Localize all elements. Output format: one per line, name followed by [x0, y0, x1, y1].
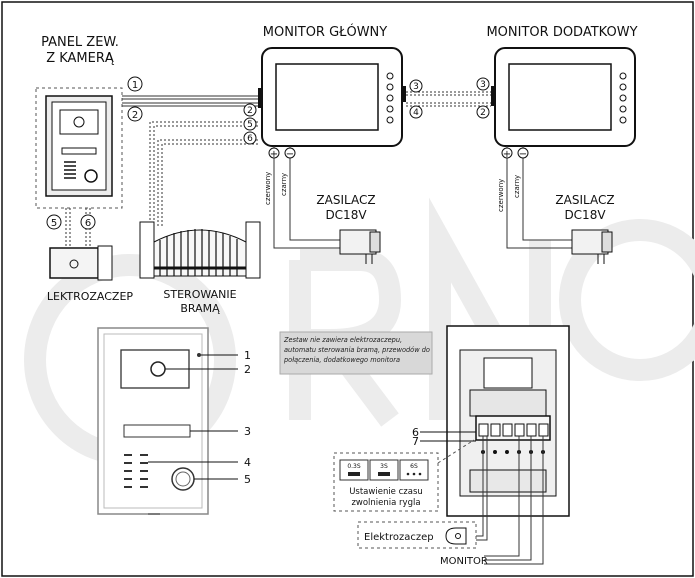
note-line: połączenia, dodatkowego monitora — [283, 356, 400, 364]
panel-title-line1: PANEL ZEW. — [41, 35, 119, 50]
callout-number: 2 — [244, 363, 251, 376]
polarity-marks-main — [268, 147, 296, 159]
note-box — [279, 331, 433, 375]
wire-number: 6 — [85, 218, 91, 229]
callout-number: 5 — [244, 473, 251, 486]
lock-label: LEKTROZACZEP — [47, 290, 133, 303]
minus-sign: − — [519, 149, 527, 160]
timing-option: 6S — [410, 463, 418, 470]
wire-number: 6 — [247, 134, 253, 144]
timing-option: 3S — [380, 463, 388, 470]
wire-number: 2 — [132, 110, 138, 121]
power-wires-main — [273, 146, 340, 249]
minus-sign: − — [286, 149, 294, 160]
plus-sign: + — [270, 149, 278, 160]
callout-lines-back — [420, 431, 476, 442]
callout-number: 4 — [244, 456, 251, 469]
wire-number: 4 — [413, 108, 419, 118]
wire-black-label: czarny — [280, 173, 288, 196]
wire-red-label: czerwony — [264, 172, 272, 205]
monitor-back-view — [446, 325, 570, 517]
monitor-extra — [491, 47, 636, 147]
elektrozaczep-label: Elektrozaczep — [364, 532, 434, 543]
power-wires-extra — [506, 146, 572, 249]
timing-title-line1: Ustawienie czasu — [349, 487, 423, 497]
timing-option: 0.3S — [347, 463, 361, 470]
gate-label-line1: STEROWANIE — [163, 288, 236, 301]
callout-number: 3 — [244, 425, 251, 438]
plus-sign: + — [503, 149, 511, 160]
callout-number: 1 — [244, 349, 251, 362]
electric-lock-device — [49, 245, 113, 281]
timing-title-line2: zwolnienia rygla — [351, 498, 420, 508]
wire-red-label: czerwony — [497, 179, 505, 212]
wires-panel-monitor — [65, 95, 258, 246]
wire-number: 2 — [247, 106, 253, 116]
monitor-extra-title: MONITOR DODATKOWY — [486, 25, 637, 40]
timing-setting-box — [333, 452, 439, 512]
note-line: Zestaw nie zawiera elektrozaczepu, — [283, 336, 402, 344]
psu2-label-line2: DC18V — [564, 208, 606, 222]
panel-title-line2: Z KAMERĄ — [46, 51, 115, 66]
gate-device — [139, 221, 261, 279]
outdoor-panel — [35, 87, 123, 209]
wires-monitor-monitor — [406, 91, 491, 107]
gate-label-line2: BRAMĄ — [180, 302, 220, 315]
wire-number: 5 — [51, 218, 57, 229]
wire-number: 2 — [480, 108, 486, 118]
monitor-main-title: MONITOR GŁÓWNY — [263, 24, 388, 40]
wire-number: 3 — [480, 80, 486, 90]
wire-number: 5 — [247, 120, 253, 130]
psu1-adapter — [339, 229, 381, 264]
monitor-main — [258, 47, 406, 147]
elektrozaczep-box — [357, 521, 477, 549]
psu2-label-line1: ZASILACZ — [555, 193, 614, 207]
callout-lines-front — [148, 354, 238, 480]
panel-front-view — [97, 327, 209, 515]
wire-black-label: czarny — [513, 175, 521, 198]
psu1-label-line1: ZASILACZ — [316, 193, 375, 207]
note-line: automatu sterowania bramą, przewodów do — [284, 346, 430, 354]
callout-number: 6 — [412, 426, 419, 439]
wire-number-circles — [46, 76, 490, 230]
psu2-adapter — [571, 229, 613, 264]
monitor-bottom-label: MONITOR — [440, 556, 488, 567]
psu1-label-line2: DC18V — [325, 208, 367, 222]
wire-number: 3 — [413, 82, 419, 92]
callout-number: 7 — [412, 435, 419, 448]
polarity-marks-extra — [501, 147, 529, 159]
wire-number: 1 — [132, 80, 138, 91]
timing-pointer — [437, 439, 475, 464]
